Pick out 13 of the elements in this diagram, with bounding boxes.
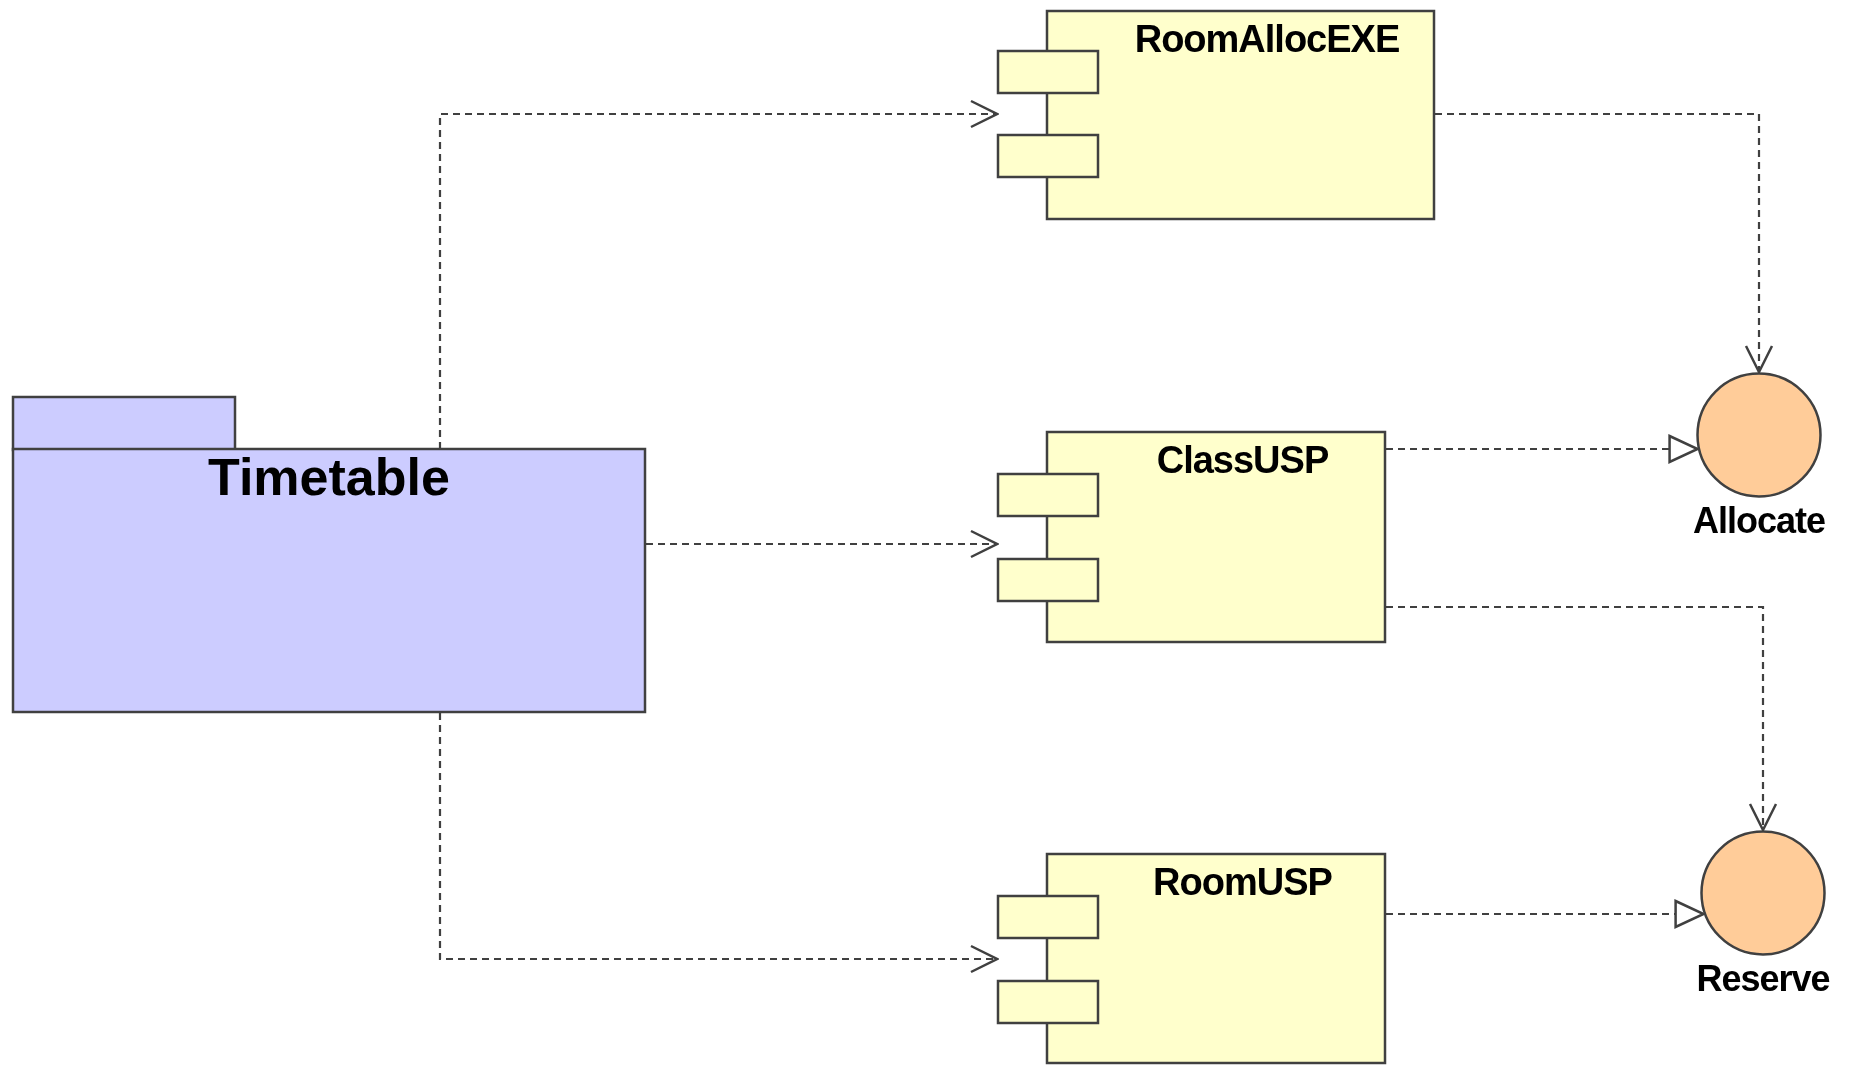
dependency-arrow <box>646 529 999 559</box>
package-name: Timetable <box>207 447 451 507</box>
dependency-arrow <box>438 713 999 974</box>
dependency-arrow <box>1386 434 1699 464</box>
interface-label: Allocate <box>1691 500 1826 542</box>
interface-label: Reserve <box>1695 958 1831 1000</box>
dependency-arrow <box>438 99 999 449</box>
dependency-arrow <box>1435 112 1774 374</box>
component-name: RoomAllocEXE <box>1133 18 1401 61</box>
dependency-arrow <box>1386 899 1705 929</box>
component-name: ClassUSP <box>1155 439 1330 482</box>
component-name: RoomUSP <box>1152 861 1333 904</box>
dependency-arrow <box>1386 605 1778 832</box>
